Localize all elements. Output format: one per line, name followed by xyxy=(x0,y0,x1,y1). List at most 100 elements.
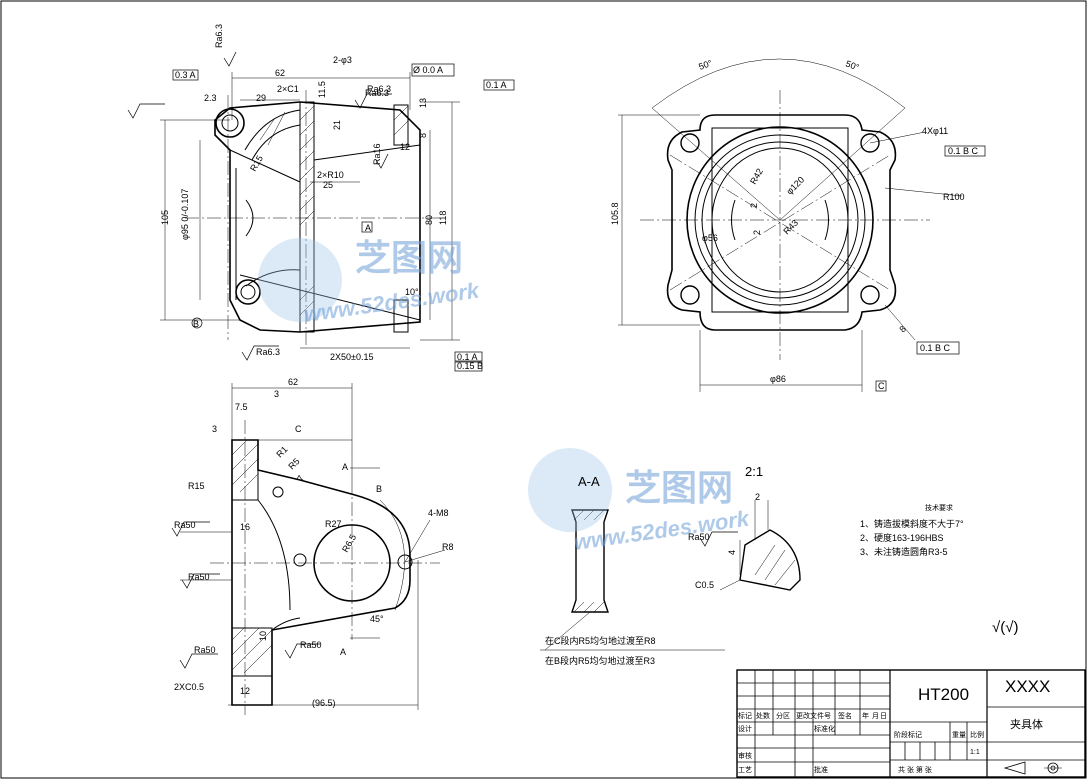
dims-top-label: R43 xyxy=(781,218,800,237)
dims-side-label: Ra50 xyxy=(194,645,216,655)
detail-scale: 2:1 xyxy=(745,464,763,479)
watermark-cn-2: 芝图网 xyxy=(625,467,733,508)
dims-front-label: 80 xyxy=(424,215,434,225)
dims-side-label: (96.5) xyxy=(312,698,336,708)
dims-side-label: 16 xyxy=(240,522,250,532)
dims-top-label: 0.1 B C xyxy=(948,146,979,156)
dims-front-label: 13 xyxy=(418,98,428,108)
dims-side-label: R8 xyxy=(442,542,454,552)
watermark-graphic xyxy=(258,238,612,532)
dims-side-label: A xyxy=(342,462,348,472)
dims-front-label: Ø 0.0 A xyxy=(413,65,443,75)
dims-top-label: 50° xyxy=(844,58,861,72)
title-block-label: 工艺 xyxy=(738,766,752,774)
dims-front-label: 62 xyxy=(275,68,285,78)
title-block-label: 更改文件号 xyxy=(796,711,831,720)
dims-side-label: R27 xyxy=(325,519,342,529)
sheet-text: 共 张 第 张 xyxy=(898,765,932,774)
title-block-label: 标记 xyxy=(738,711,752,720)
dims-top-label: R100 xyxy=(943,192,965,202)
scale-value: 1:1 xyxy=(970,749,980,756)
dims-side-label: 7 xyxy=(295,474,306,483)
dims-front-label: 21 xyxy=(332,120,342,130)
drawing-code: XXXX xyxy=(1005,677,1050,696)
dims-front-label: 25 xyxy=(323,180,333,190)
dims-front-label: R15 xyxy=(248,154,265,173)
dims-side-label: R6.5 xyxy=(340,533,358,554)
title-block-label: 设计 xyxy=(738,724,752,733)
dims-side-label: 10 xyxy=(258,631,268,641)
note-c: 在C段内R5均匀地过渡至R8 xyxy=(545,635,656,646)
dims-top-label: 8 xyxy=(897,324,908,335)
title-block-labels: 标记处数分区更改文件号签名年月日设计标准化审核工艺批准阶段标记重量比例 xyxy=(738,711,984,774)
dims-top-label: φ56 xyxy=(702,233,718,243)
dims-side-label: 4-M8 xyxy=(428,508,449,518)
dims-front-label: Ra16 xyxy=(372,143,382,165)
front-view xyxy=(127,51,515,372)
dims-front-label: A xyxy=(365,223,371,233)
title-block-label: 分区 xyxy=(776,711,790,720)
dims-top-label: C xyxy=(878,381,885,391)
dims-detail-label: 2 xyxy=(755,492,760,502)
dims-front-label: 2×C1 xyxy=(277,84,299,94)
title-block-label: 日 xyxy=(880,712,887,720)
dims-top-label: 0.1 B C xyxy=(920,343,951,353)
dims-front-label: 0.15 B xyxy=(457,361,483,371)
dims-side-label: 7.5 xyxy=(235,402,248,412)
dims-front-label: 29 xyxy=(256,93,266,103)
dims-front-label: Ra6.3 xyxy=(214,24,224,48)
dims-top-label: φ86 xyxy=(770,374,786,384)
dims-side-label: 62 xyxy=(288,377,298,387)
title-block-label: 年 xyxy=(862,711,869,720)
dims-front-label: 2X50±0.15 xyxy=(330,352,373,362)
tech-req-item-3: 3、未注铸造圆角R3-5 xyxy=(860,546,948,557)
dims-side-label: 12 xyxy=(240,686,250,696)
dims-front-label: 118 xyxy=(438,211,448,225)
dims-top-label: 50° xyxy=(697,58,714,72)
dims-side-label: 3 xyxy=(212,424,217,434)
dims-front-label: 11.5 xyxy=(317,81,327,98)
title-block-label: 比例 xyxy=(970,730,984,739)
dims-front-label: 0.1 A xyxy=(457,352,478,362)
dims-front-label: B xyxy=(193,319,199,329)
dims-top-label: 2 xyxy=(752,230,762,235)
dims-front-label: 0.1 A xyxy=(486,80,507,90)
dims-top-label: 2 xyxy=(749,203,759,208)
tech-req-item-2: 2、硬度163-196HBS xyxy=(860,532,944,543)
dims-front-label: 8 xyxy=(418,133,428,138)
dims-front-label: 0.3 A xyxy=(175,70,196,80)
dims-side-label: R1 xyxy=(274,444,289,459)
dims-front-label: Ra6.3 xyxy=(256,347,280,357)
dims-detail-label: C0.5 xyxy=(695,580,714,590)
dims-side-label: 3 xyxy=(274,389,279,399)
dims-side-label: B xyxy=(376,484,382,494)
dims-side-label: 2XC0.5 xyxy=(174,682,204,692)
dims-front-label: Ra6.3 xyxy=(367,84,391,94)
title-block-label: 审核 xyxy=(738,751,752,760)
dims-front-label: φ95 0/-0.107 xyxy=(180,189,190,240)
title-block-label: 阶段标记 xyxy=(894,730,922,739)
title-block-label: 处数 xyxy=(756,711,770,720)
dims-detail-label: 4 xyxy=(727,550,737,555)
title-block-label: 月 xyxy=(872,712,879,720)
dims-top-label: R42 xyxy=(748,167,765,186)
material: HT200 xyxy=(918,685,969,704)
dims-front-label: 2×R10 xyxy=(317,170,344,180)
side-view xyxy=(171,383,446,715)
detail-view xyxy=(699,500,801,591)
dims-side-label: C xyxy=(295,424,302,434)
dims-front-label: Ra6.3 xyxy=(365,88,389,98)
dims-front-label: 105 xyxy=(160,210,170,225)
title-block-label: 批准 xyxy=(814,765,828,774)
watermark-cn-1: 芝图网 xyxy=(355,237,463,278)
dims-side-label: Ra50 xyxy=(188,572,210,582)
title-block-label: 标准化 xyxy=(814,724,835,733)
title-block-label: 签名 xyxy=(838,711,852,720)
roughness-note: √(√) xyxy=(992,619,1018,636)
section-a-a xyxy=(540,509,725,651)
part-name: 夹具体 xyxy=(1010,717,1043,731)
dims-side-label: A xyxy=(340,647,346,657)
